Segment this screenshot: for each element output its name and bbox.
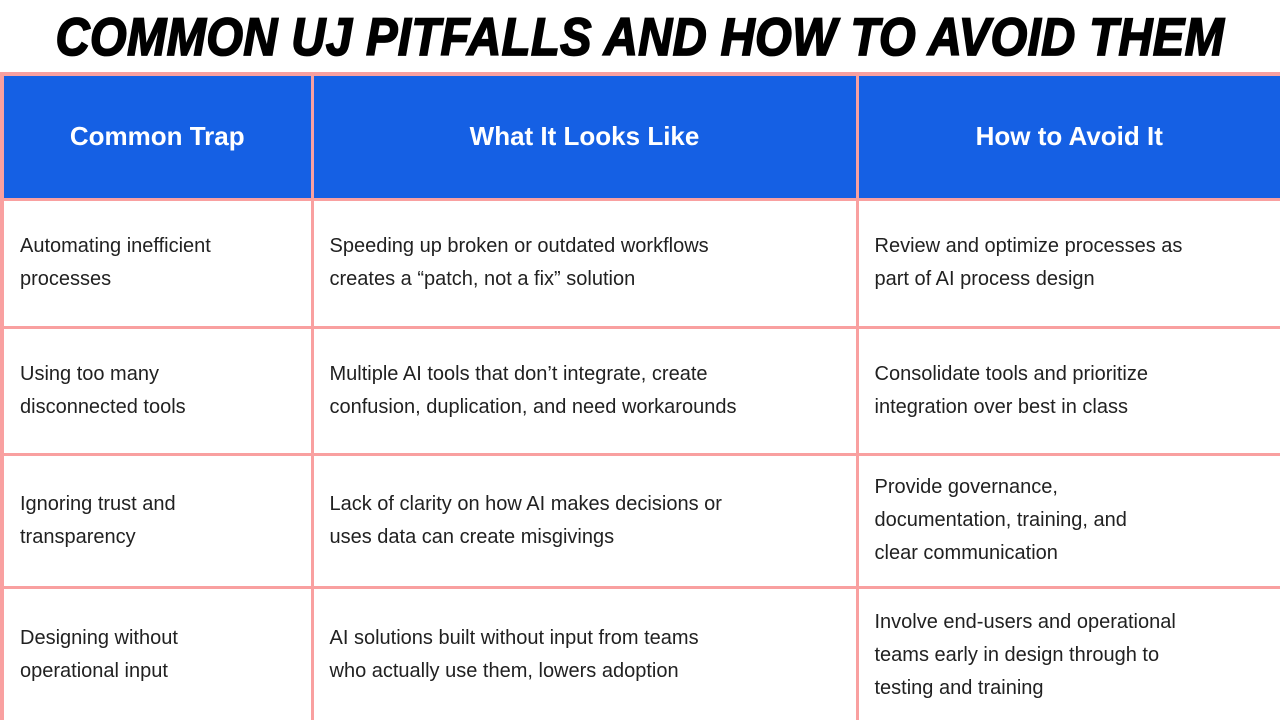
column-header-what-it-looks-like: What It Looks Like [310,72,859,201]
cell-looks-like: Speeding up broken or outdated workflows… [310,197,859,329]
cell-trap: Automating inefficient processes [0,197,314,329]
cell-looks-like: Lack of clarity on how AI makes decision… [310,452,859,589]
cell-trap: Designing without operational input [0,585,314,720]
table-header-row: Common Trap What It Looks Like How to Av… [0,72,1280,201]
page-title: COMMON UJ PITFALLS AND HOW TO AVOID THEM [55,5,1225,66]
cell-avoid: Consolidate tools and prioritize integra… [855,325,1280,456]
title-bar: COMMON UJ PITFALLS AND HOW TO AVOID THEM [0,0,1280,72]
table-row: Designing without operational input AI s… [0,585,1280,720]
table-row: Automating inefficient processes Speedin… [0,197,1280,329]
table-row: Using too many disconnected tools Multip… [0,325,1280,456]
cell-avoid: Involve end-users and operational teams … [855,585,1280,720]
cell-looks-like: AI solutions built without input from te… [310,585,859,720]
cell-looks-like: Multiple AI tools that don’t integrate, … [310,325,859,456]
column-header-how-to-avoid-it: How to Avoid It [855,72,1280,201]
cell-trap: Using too many disconnected tools [0,325,314,456]
cell-trap: Ignoring trust and transparency [0,452,314,589]
pitfalls-table: Common Trap What It Looks Like How to Av… [0,72,1280,720]
table-row: Ignoring trust and transparency Lack of … [0,452,1280,589]
cell-avoid: Provide governance, documentation, train… [855,452,1280,589]
column-header-common-trap: Common Trap [0,72,314,201]
cell-avoid: Review and optimize processes as part of… [855,197,1280,329]
